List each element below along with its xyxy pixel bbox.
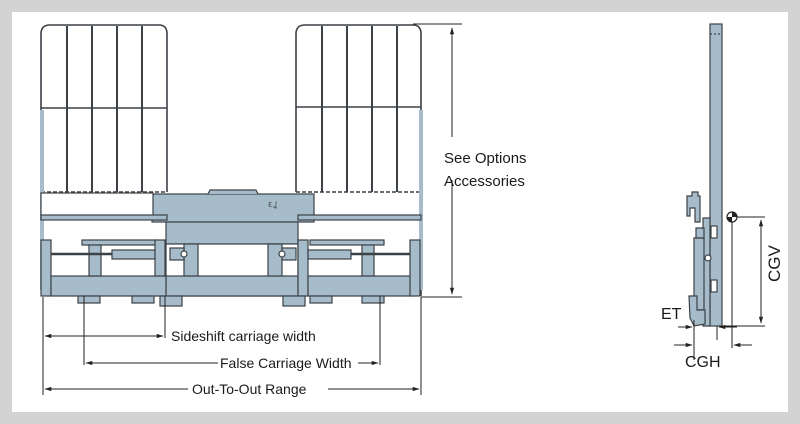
width-dimensions (42, 296, 422, 395)
height-label-line1: See Options (444, 150, 527, 167)
et-label: ET (661, 306, 682, 323)
right-lower-frame (278, 214, 422, 297)
left-lower-frame (40, 192, 188, 297)
out-to-out-range-label: Out-To-Out Range (192, 381, 307, 397)
false-carriage-width-label: False Carriage Width (220, 355, 352, 371)
sideshift-width-label: Sideshift carriage width (171, 328, 316, 344)
front-view: ℇ,ʆ (40, 24, 423, 307)
cgh-label: CGH (685, 354, 721, 371)
center-carriage: ℇ,ʆ (151, 189, 315, 297)
height-label-line2: Accessories (444, 173, 525, 190)
lower-hook (688, 295, 706, 327)
right-backrest-cage (295, 24, 423, 296)
height-dimension (413, 23, 462, 298)
svg-text:ℇ,ʆ: ℇ,ʆ (268, 202, 277, 209)
side-view (686, 23, 723, 327)
cgv-label: CGV (765, 245, 784, 283)
backrest-upright (709, 23, 723, 327)
upper-hook (686, 191, 701, 223)
center-of-gravity-icon (726, 211, 738, 223)
lower-hooks (77, 295, 385, 307)
side-dimensions (674, 216, 765, 360)
